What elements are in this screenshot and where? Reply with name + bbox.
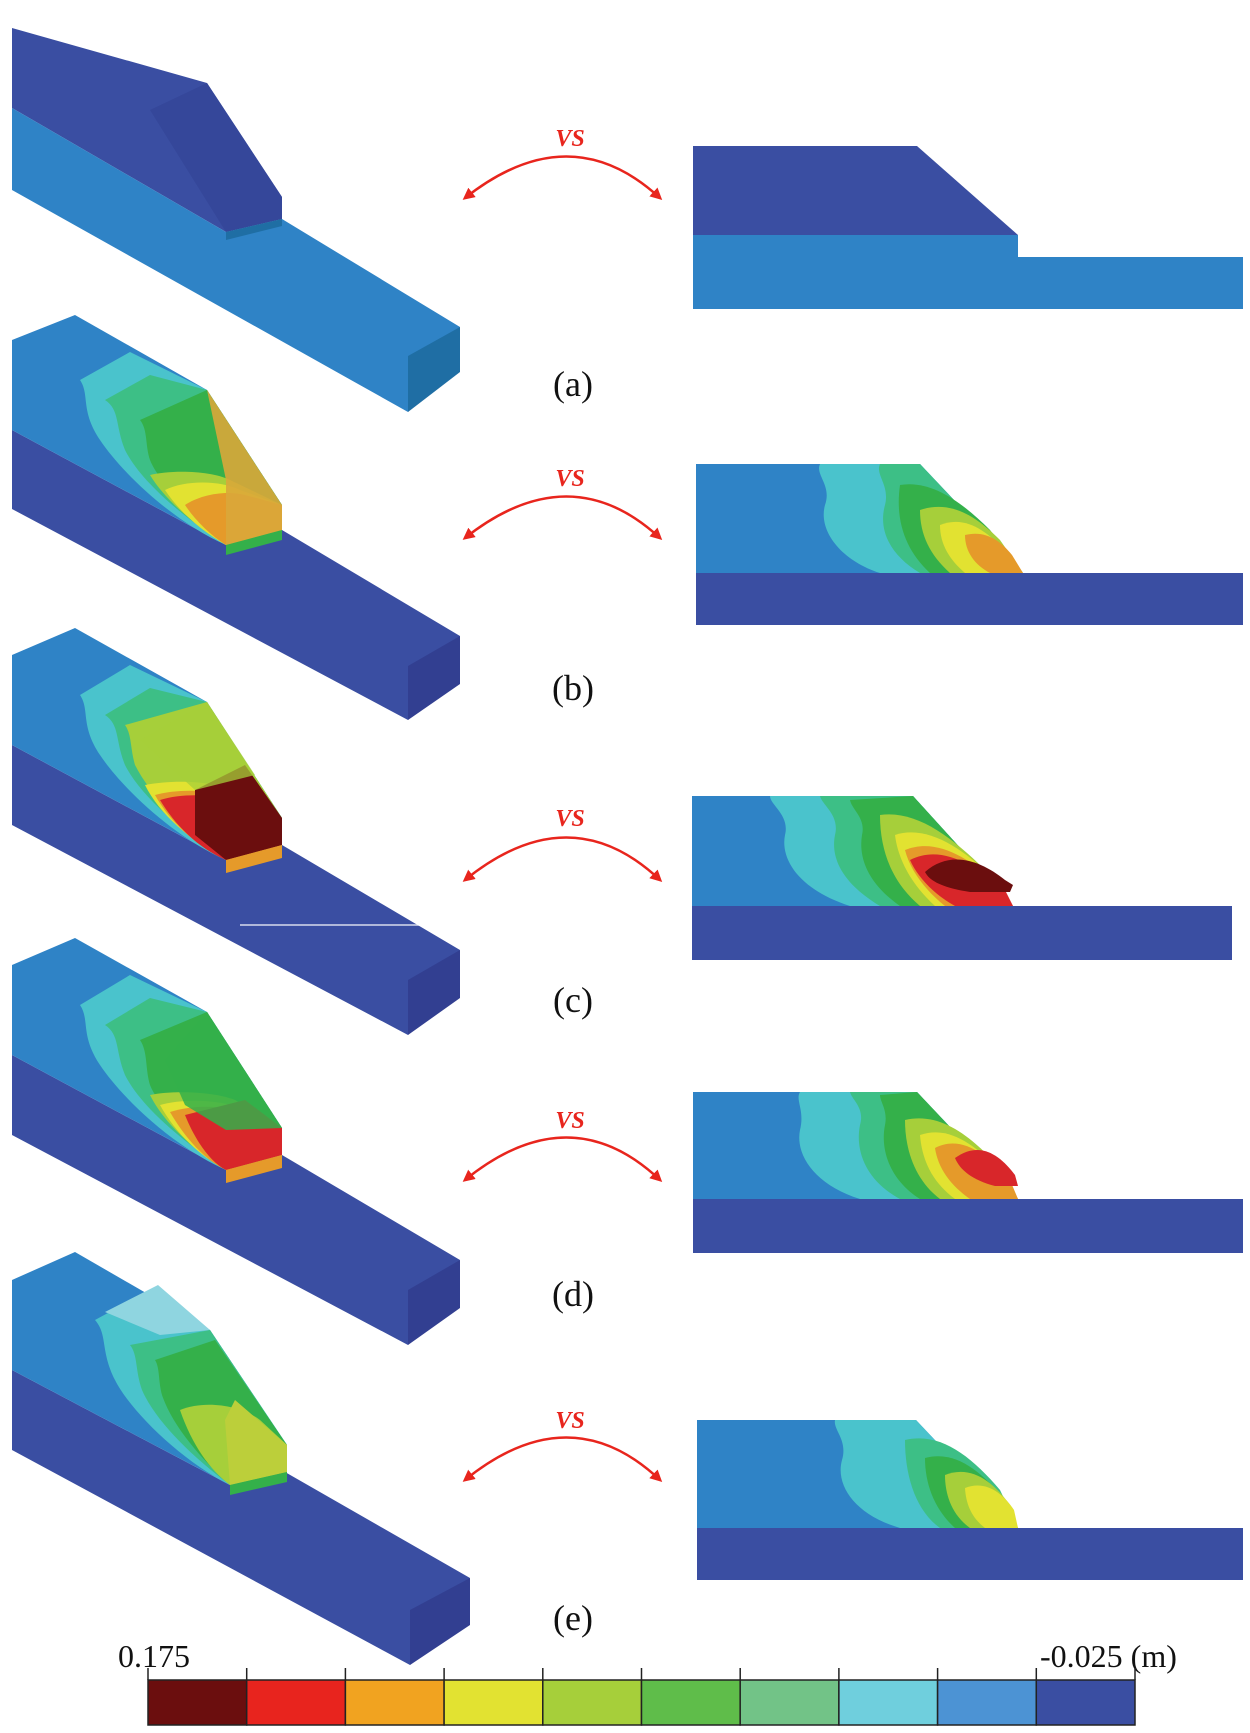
model-c-end-face bbox=[408, 950, 460, 1035]
section-b-contour-orange bbox=[965, 533, 1023, 573]
model-d-slope-face bbox=[165, 1012, 282, 1130]
color-legend: 0.175 -0.025 (m) bbox=[118, 1638, 1177, 1726]
legend-swatch-5 bbox=[640, 1679, 741, 1726]
panel-b-comparison-arrow: VS bbox=[462, 466, 663, 541]
vs-label-a: VS bbox=[555, 126, 584, 152]
panel-c-label: (c) bbox=[553, 980, 593, 1020]
vs-arrow-b bbox=[462, 495, 663, 541]
panel-a-2d-section bbox=[693, 146, 1243, 309]
panel-d-2d-section bbox=[693, 1092, 1243, 1253]
vs-arrow-e bbox=[462, 1436, 663, 1483]
legend-swatch-7 bbox=[838, 1679, 939, 1726]
panel-c-2d-section bbox=[692, 796, 1232, 960]
panel-a-comparison-arrow: VS bbox=[462, 126, 663, 201]
panel-d: VS (d) bbox=[12, 938, 1243, 1345]
legend-swatch-1 bbox=[245, 1679, 347, 1726]
model-c-slope-face bbox=[195, 765, 282, 860]
section-d-bottom-layer bbox=[693, 1199, 1243, 1253]
model-c-toe-strip bbox=[226, 845, 282, 873]
panel-b: VS (b) bbox=[12, 315, 1243, 720]
model-c-slope-upper bbox=[140, 702, 255, 790]
vs-label-c: VS bbox=[555, 806, 584, 832]
section-a-lower-layer bbox=[693, 235, 1243, 309]
legend-swatch-0 bbox=[147, 1679, 248, 1726]
vs-arrow-d bbox=[462, 1136, 663, 1183]
model-b-end-face bbox=[408, 636, 460, 720]
legend-swatch-6 bbox=[739, 1679, 840, 1726]
legend-color-bar bbox=[147, 1668, 1136, 1726]
legend-swatch-2 bbox=[344, 1679, 445, 1726]
section-e-contour-yellow bbox=[965, 1485, 1018, 1528]
model-a-toe-strip bbox=[226, 219, 282, 240]
model-a-bottom-layer bbox=[12, 108, 460, 412]
section-d-contour-red bbox=[955, 1149, 1018, 1186]
panel-b-3d-model bbox=[12, 315, 460, 720]
model-a-slope-face bbox=[150, 83, 282, 232]
legend-swatch-3 bbox=[443, 1679, 544, 1726]
legend-min-value: -0.025 bbox=[1040, 1638, 1123, 1674]
model-b-bottom-layer bbox=[12, 430, 460, 720]
panel-d-3d-model bbox=[12, 938, 460, 1345]
vs-arrow-c bbox=[462, 836, 663, 883]
model-e-bottom-layer bbox=[12, 1370, 470, 1665]
model-e-contour-light-cyan bbox=[105, 1285, 210, 1335]
vs-label-e: VS bbox=[555, 1408, 584, 1434]
panel-d-comparison-arrow: VS bbox=[462, 1108, 663, 1183]
panel-e: VS (e) bbox=[12, 1252, 1243, 1665]
legend-swatch-9 bbox=[1035, 1679, 1136, 1726]
vs-arrow-a bbox=[462, 155, 663, 201]
panel-a-3d-model bbox=[12, 28, 460, 412]
legend-swatch-4 bbox=[542, 1679, 643, 1726]
vs-label-b: VS bbox=[555, 466, 584, 492]
section-e-bottom-layer bbox=[697, 1528, 1243, 1580]
model-a-end-face bbox=[408, 327, 460, 412]
panel-a: VS (a) bbox=[12, 28, 1243, 412]
panel-c-comparison-arrow: VS bbox=[462, 806, 663, 883]
model-b-slope-face bbox=[207, 390, 282, 545]
model-d-bottom-layer bbox=[12, 1055, 460, 1345]
section-b-bottom-layer bbox=[696, 573, 1243, 625]
panel-e-comparison-arrow: VS bbox=[462, 1408, 663, 1483]
model-d-toe-strip bbox=[226, 1155, 282, 1183]
panel-e-2d-section bbox=[697, 1420, 1243, 1580]
section-c-contour-dark-red bbox=[925, 859, 1013, 892]
model-b-toe-strip bbox=[226, 530, 282, 555]
panel-e-3d-model bbox=[12, 1252, 470, 1665]
model-e-slope-face bbox=[225, 1400, 287, 1485]
panel-c: VS (c) bbox=[12, 628, 1232, 1035]
model-e-toe-strip bbox=[230, 1472, 287, 1495]
vs-label-d: VS bbox=[555, 1108, 584, 1134]
panel-d-label: (d) bbox=[552, 1274, 594, 1314]
model-e-end-face bbox=[410, 1578, 470, 1665]
panel-a-label: (a) bbox=[553, 364, 593, 404]
section-c-bottom-layer bbox=[692, 906, 1232, 960]
panel-b-label: (b) bbox=[552, 668, 594, 708]
legend-max-label: 0.175 bbox=[118, 1638, 190, 1674]
panel-e-label: (e) bbox=[553, 1598, 593, 1638]
model-d-end-face bbox=[408, 1260, 460, 1345]
section-a-upper-layer bbox=[693, 146, 1018, 235]
panel-c-3d-model bbox=[12, 628, 460, 1035]
legend-min-label: -0.025 (m) bbox=[1040, 1638, 1177, 1674]
legend-swatch-8 bbox=[936, 1679, 1038, 1726]
panel-b-2d-section bbox=[696, 464, 1243, 625]
model-c-bottom-layer bbox=[12, 745, 460, 1035]
legend-unit: (m) bbox=[1131, 1638, 1177, 1674]
